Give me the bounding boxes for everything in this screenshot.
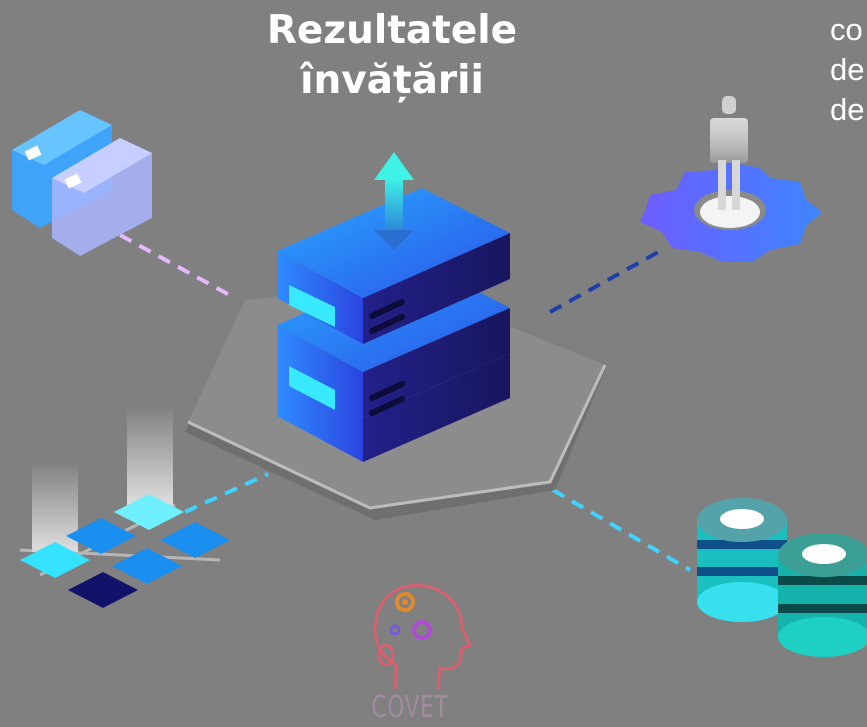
side-text-line-1: ... xyxy=(830,0,864,10)
side-text-line-2: co xyxy=(830,12,863,47)
logo-wordmark: COVET xyxy=(371,690,449,725)
database-icon xyxy=(697,498,867,657)
head-gears-icon xyxy=(373,584,472,691)
title-line-2: învățării xyxy=(300,58,484,103)
side-text-fragment: ... co de de xyxy=(830,0,864,130)
page-title: Rezultatele învățării xyxy=(232,6,552,106)
side-text-line-3: de xyxy=(830,52,865,87)
title-line-1: Rezultatele xyxy=(266,8,518,53)
person-icon xyxy=(710,96,748,210)
connector-lines xyxy=(119,233,692,572)
cards-icon xyxy=(12,110,152,256)
chip-grid-icon xyxy=(19,406,230,608)
up-down-arrow-icon xyxy=(374,152,414,250)
gear-person-icon xyxy=(640,96,822,262)
side-text-line-4: de xyxy=(830,92,865,127)
